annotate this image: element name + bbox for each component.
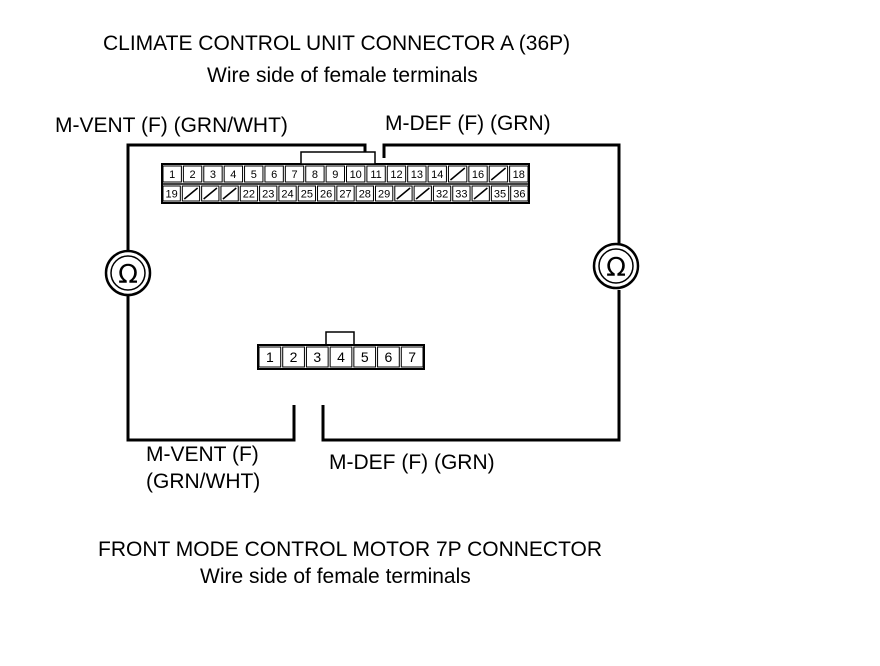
- terminal-number: 3: [313, 349, 321, 365]
- terminal-number: 10: [350, 169, 362, 181]
- top-connector-terminal: 35: [490, 185, 510, 202]
- motor-connector-terminal: 7: [400, 346, 424, 368]
- terminal-number: 6: [385, 349, 393, 365]
- top-connector-terminal: 22: [239, 185, 259, 202]
- top-connector-terminal-unused: [488, 165, 509, 183]
- top-connector-terminal: 29: [374, 185, 394, 202]
- terminal-number: 1: [169, 169, 175, 181]
- terminal-number: 4: [230, 169, 236, 181]
- left-top-wire-label: M-VENT (F) (GRN/WHT): [55, 114, 288, 137]
- terminal-number: 25: [301, 188, 313, 200]
- top-connector-terminal: 1: [162, 165, 182, 183]
- terminal-number: 7: [408, 349, 416, 365]
- top-connector-terminal: 8: [305, 165, 325, 183]
- top-connector-terminal: 5: [244, 165, 264, 183]
- top-connector-terminal: 18: [509, 165, 529, 183]
- top-connector-terminal: 9: [325, 165, 346, 183]
- terminal-number: 27: [339, 188, 351, 200]
- top-connector-terminal: 26: [317, 185, 336, 202]
- right-bottom-wire-label: M-DEF (F) (GRN): [329, 451, 495, 474]
- top-connector-terminal: 13: [407, 165, 427, 183]
- terminal-number: 9: [332, 169, 338, 181]
- top-connector-terminal: 24: [278, 185, 297, 202]
- terminal-number: 16: [472, 169, 484, 181]
- motor-connector-terminal: 4: [329, 346, 353, 368]
- m-def-wire-top: [382, 143, 621, 243]
- bottom-connector-title: FRONT MODE CONTROL MOTOR 7P CONNECTOR: [98, 538, 603, 561]
- bottom-connector-subtitle: Wire side of female terminals: [200, 565, 471, 588]
- terminal-number: 3: [210, 169, 216, 181]
- top-connector-terminal: 6: [264, 165, 284, 183]
- top-connector-terminal-unused: [220, 185, 239, 202]
- motor-connector-terminal: 3: [305, 346, 329, 368]
- terminal-number: 5: [361, 349, 369, 365]
- terminal-number: 26: [320, 188, 332, 200]
- top-connector-terminal: 7: [284, 165, 305, 183]
- top-connector-terminal: 28: [355, 185, 374, 202]
- terminal-number: 23: [262, 188, 274, 200]
- terminal-number: 8: [312, 169, 318, 181]
- left-bottom-wire-label-line1: M-VENT (F): [146, 443, 259, 466]
- ohmmeter-icon: Ω: [104, 249, 152, 297]
- top-connector-terminal: 33: [452, 185, 471, 202]
- right-top-wire-label: M-DEF (F) (GRN): [385, 112, 551, 135]
- top-connector-terminal-unused: [447, 165, 468, 183]
- top-connector-terminal: 19: [162, 185, 181, 202]
- left-bottom-wire-label-line2: (GRN/WHT): [146, 470, 261, 493]
- top-connector-terminal: 16: [468, 165, 488, 183]
- terminal-number: 33: [455, 188, 467, 200]
- terminal-number: 14: [431, 169, 443, 181]
- top-connector-terminal-unused: [413, 185, 432, 202]
- terminal-number: 11: [370, 169, 381, 181]
- terminal-number: 12: [390, 169, 402, 181]
- top-connector-terminal: 4: [223, 165, 244, 183]
- terminal-number: 24: [281, 188, 293, 200]
- top-connector-terminal: 11: [366, 165, 386, 183]
- terminal-number: 19: [166, 188, 178, 200]
- top-connector-terminal: 23: [259, 185, 278, 202]
- terminal-number: 28: [359, 188, 371, 200]
- ohm-symbol-left: Ω: [118, 260, 138, 290]
- terminal-number: 29: [378, 188, 390, 200]
- top-connector-terminal: 25: [297, 185, 317, 202]
- m-def-wire-bottom: [321, 290, 621, 442]
- terminal-number: 5: [251, 169, 257, 181]
- motor-connector-terminal: 1: [258, 346, 282, 368]
- terminal-number: 6: [271, 169, 277, 181]
- terminal-number: 7: [291, 169, 297, 181]
- top-connector-terminal: 2: [182, 165, 203, 183]
- top-connector-terminal: 36: [510, 185, 529, 202]
- top-connector-subtitle: Wire side of female terminals: [207, 64, 478, 87]
- ohm-symbol-right: Ω: [606, 253, 626, 283]
- top-connector-terminal: 3: [203, 165, 223, 183]
- top-connector-terminal-unused: [201, 185, 220, 202]
- terminal-number: 35: [494, 188, 506, 200]
- top-connector-terminal: 27: [336, 185, 355, 202]
- terminal-number: 1: [266, 349, 274, 365]
- terminal-number: 32: [436, 188, 448, 200]
- motor-connector-terminal: 2: [282, 346, 305, 368]
- top-connector-terminal-unused: [471, 185, 490, 202]
- top-connector-terminal: 12: [386, 165, 407, 183]
- top-connector-terminal: 10: [346, 165, 366, 183]
- m-vent-wire-bottom: [126, 296, 296, 442]
- motor-connector-terminal: 6: [377, 346, 400, 368]
- ohmmeter-icon: Ω: [592, 242, 640, 290]
- top-connector-terminal: 14: [427, 165, 447, 183]
- top-connector-terminal: 32: [432, 185, 452, 202]
- terminal-number: 36: [513, 188, 525, 200]
- terminal-number: 18: [513, 169, 525, 181]
- top-connector-terminal-unused: [394, 185, 413, 202]
- top-connector-terminal-unused: [181, 185, 201, 202]
- terminal-number: 22: [243, 188, 255, 200]
- top-connector-title: CLIMATE CONTROL UNIT CONNECTOR A (36P): [103, 32, 571, 55]
- motor-connector-terminal: 5: [353, 346, 377, 368]
- terminal-number: 2: [190, 169, 196, 181]
- terminal-number: 2: [290, 349, 298, 365]
- terminal-number: 13: [411, 169, 423, 181]
- terminal-number: 4: [337, 349, 345, 365]
